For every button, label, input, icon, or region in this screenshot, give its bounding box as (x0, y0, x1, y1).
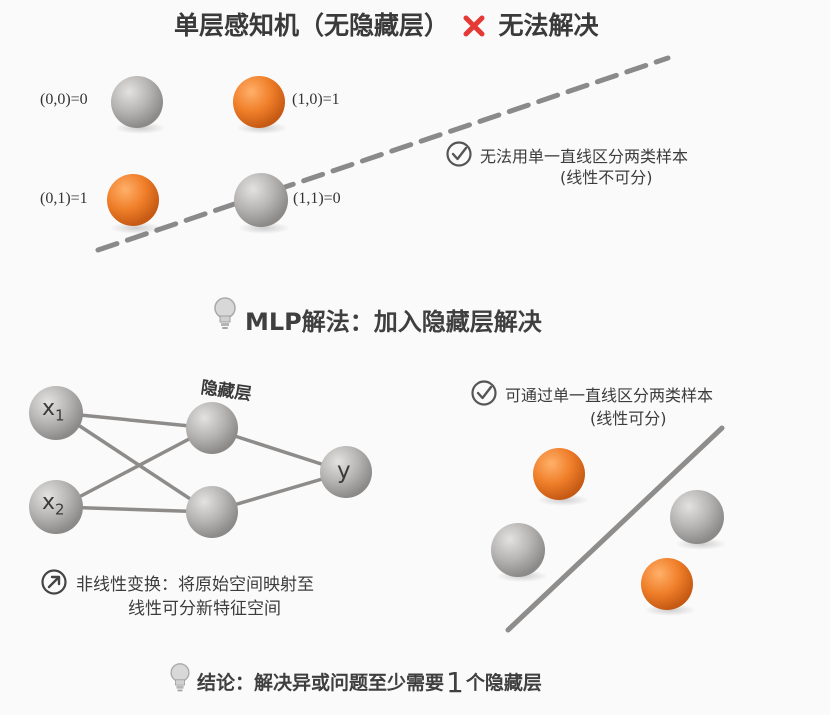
edge-x1-h2 (58, 411, 212, 514)
conclusion-count: 1 (446, 666, 464, 699)
top-note-line2: (线性不可分) (560, 168, 653, 187)
input-1-name: x (42, 396, 56, 421)
mapped-point-gray-2 (670, 490, 727, 550)
title-text: 单层感知机（无隐藏层） (174, 11, 450, 40)
separator-dashed-line (95, 55, 671, 253)
xor-point-01 (107, 174, 162, 234)
lightbulb-icon (213, 296, 237, 332)
input-1-subscript: 1 (55, 406, 65, 425)
xor-point-10 (233, 76, 288, 134)
arrow-circle-icon (40, 568, 68, 596)
check-circle-icon (470, 379, 498, 407)
transform-note-line1: 非线性变换：将原始空间映射至 (76, 575, 314, 595)
xor-point-00 (111, 76, 166, 134)
check-circle-icon (445, 140, 473, 168)
xor-label-10: (1,0)=1 (292, 91, 340, 108)
node-x2-label: x2 (42, 490, 65, 518)
input-2-name: x (42, 490, 56, 515)
conclusion-prefix: 结论：解决异或问题至少需要 (197, 672, 445, 694)
mapped-point-gray-1 (491, 523, 548, 582)
xor-label-01: (0,1)=1 (40, 190, 88, 207)
x-icon (462, 14, 486, 37)
lightbulb-icon (169, 662, 191, 694)
mlp-heading: MLP解法：加入隐藏层解决 (245, 308, 542, 336)
node-hidden-2 (186, 486, 238, 538)
separator-solid-line (505, 425, 725, 633)
right-note-line1: 可通过单一直线区分两类样本 (505, 386, 714, 405)
node-x1-label: x1 (42, 396, 65, 424)
top-note-line1: 无法用单一直线区分两类样本 (480, 147, 689, 166)
xor-label-00: (0,0)=0 (40, 91, 88, 108)
input-2-subscript: 2 (55, 500, 65, 519)
edge-x2-h2 (58, 505, 212, 514)
conclusion-suffix: 个隐藏层 (465, 672, 542, 694)
xor-label-11: (1,1)=0 (293, 190, 341, 207)
title-result: 无法解决 (498, 11, 599, 40)
edge-x1-h1 (58, 411, 212, 430)
page-title: 单层感知机（无隐藏层） 无法解决 (174, 6, 598, 42)
node-x2 (29, 480, 83, 534)
transform-note-line2: 线性可分新特征空间 (128, 599, 281, 619)
right-note-line2: (线性可分) (590, 409, 667, 428)
mapped-point-orange-1 (533, 448, 589, 506)
xor-point-11 (234, 173, 290, 234)
node-output-y (320, 446, 372, 498)
edge-x2-h1 (58, 426, 212, 509)
mapped-point-orange-2 (641, 558, 696, 616)
node-y-label: y (337, 458, 351, 484)
node-hidden-1 (186, 402, 238, 454)
node-x1 (29, 386, 83, 440)
